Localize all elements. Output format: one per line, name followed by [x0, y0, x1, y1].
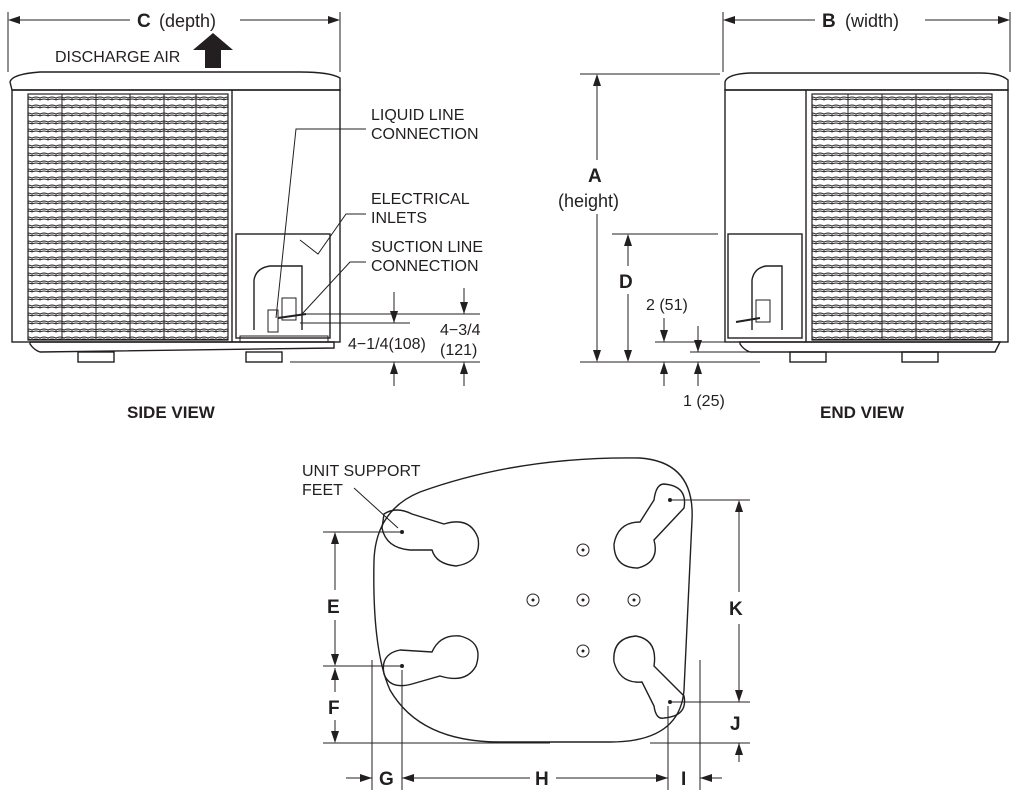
electrical-inlets-label-2: INLETS	[371, 210, 427, 227]
height-dimension: A (height)	[558, 73, 760, 363]
base-offset-dims: 2 (51) 1 (25)	[646, 297, 760, 410]
width-label: (width)	[845, 11, 899, 31]
foot-bottom-left	[382, 635, 479, 687]
foot-bottom-right	[613, 635, 686, 719]
dim-2-51: 2 (51)	[646, 297, 688, 314]
k-letter: K	[729, 599, 743, 620]
suction-line-leader	[301, 261, 366, 315]
base-view: UNIT SUPPORT FEET	[302, 457, 750, 790]
height-label: (height)	[558, 191, 619, 211]
base-pan-outline	[373, 457, 693, 743]
depth-dimension: C (depth)	[7, 11, 341, 72]
side-unit-body	[9, 71, 341, 363]
dim-1-25: 1 (25)	[683, 393, 725, 410]
f-letter: F	[328, 698, 340, 719]
foot-top-left	[381, 509, 480, 567]
d-letter: D	[619, 272, 633, 293]
j-letter: J	[730, 714, 741, 735]
depth-label: (depth)	[159, 11, 216, 31]
liquid-line-label-1: LIQUID LINE	[371, 107, 464, 124]
ghi-dimensions: G H I	[346, 660, 722, 790]
end-unit-body	[724, 72, 1009, 363]
dim-4-3-4-a: 4−3/4	[440, 322, 481, 339]
d-dimension: D	[612, 233, 718, 362]
h-letter: H	[535, 769, 549, 790]
discharge-arrow-icon	[193, 33, 233, 68]
dim-4-1-4: 4−1/4(108)	[348, 336, 426, 353]
suction-line-label-1: SUCTION LINE	[371, 239, 483, 256]
drain-holes	[526, 543, 641, 658]
side-view-caption: SIDE VIEW	[127, 403, 216, 422]
ef-dimensions: E F	[323, 531, 550, 744]
e-letter: E	[327, 597, 340, 618]
discharge-air-label: DISCHARGE AIR	[55, 49, 180, 66]
electrical-inlets-label-1: ELECTRICAL	[371, 191, 470, 208]
electrical-inlets-leader	[299, 213, 366, 255]
end-view-caption: END VIEW	[820, 403, 905, 422]
g-letter: G	[379, 769, 394, 790]
support-feet-label-1: UNIT SUPPORT	[302, 463, 421, 480]
height-letter: A	[588, 166, 602, 187]
suction-line-label-2: CONNECTION	[371, 258, 479, 275]
depth-letter: C	[137, 11, 151, 32]
side-view: C (depth) DISCHARGE AIR	[7, 11, 483, 422]
dim-4-3-4-b: (121)	[440, 342, 477, 359]
valve-dimensions: 4−1/4(108) 4−3/4 (121)	[290, 288, 481, 386]
foot-top-right	[613, 483, 686, 569]
width-dimension: B (width)	[722, 11, 1011, 72]
support-feet-label-2: FEET	[302, 482, 343, 499]
liquid-line-leader	[275, 128, 366, 319]
i-letter: I	[681, 769, 686, 790]
kj-dimensions: K J	[650, 499, 750, 762]
support-feet-leader	[353, 487, 399, 529]
liquid-line-label-2: CONNECTION	[371, 126, 479, 143]
width-letter: B	[822, 11, 836, 32]
end-view: B (width) A (height) D	[558, 11, 1011, 422]
